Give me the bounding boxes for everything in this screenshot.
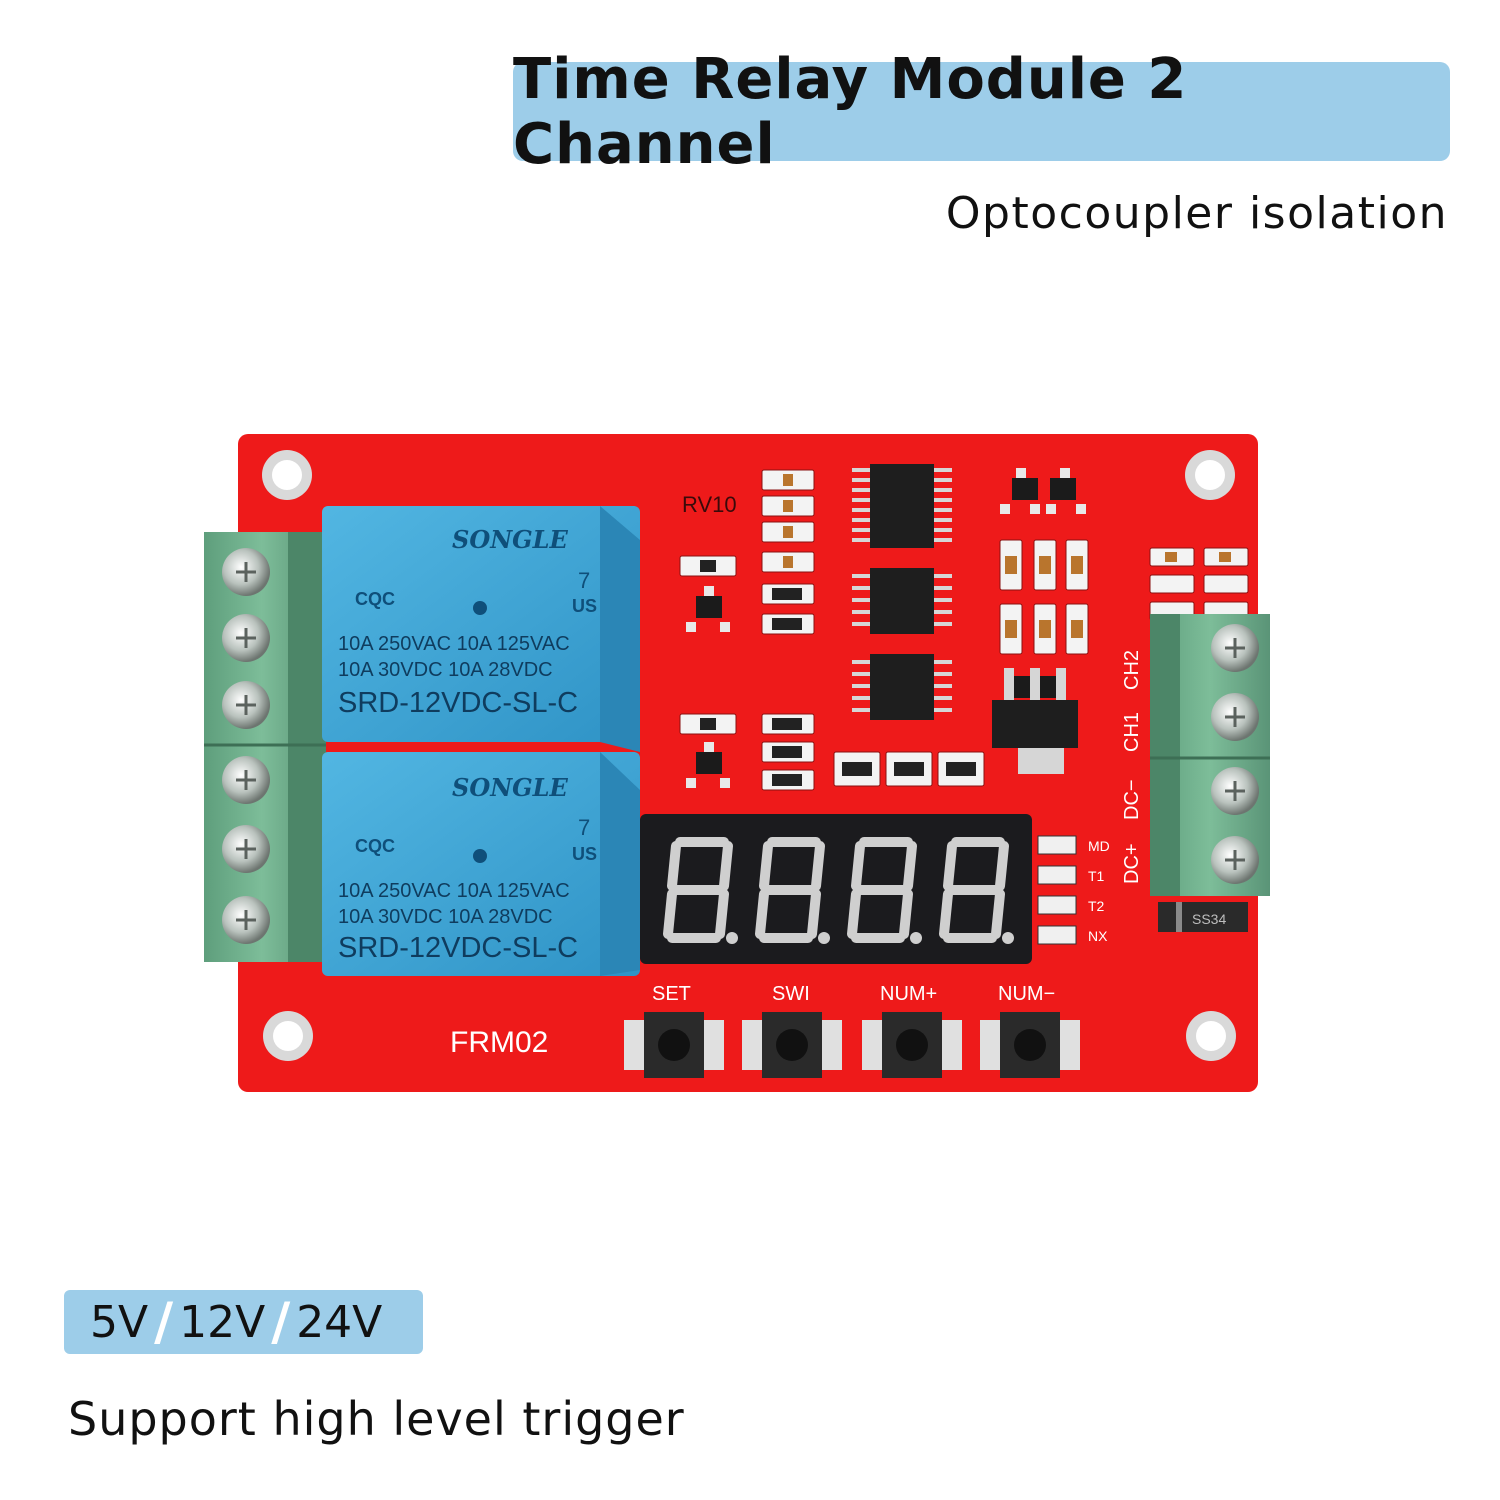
relay-2-brand: SONGLE <box>452 773 569 802</box>
relay-1-brand: SONGLE <box>452 525 569 554</box>
relay-1-rating-1: 10A 250VAC 10A 125VAC <box>338 633 570 655</box>
display-segment <box>995 841 1009 891</box>
relay-1-us-mark: US <box>572 596 597 616</box>
num-plus-button <box>862 1012 962 1078</box>
num-minus-button <box>980 1012 1080 1078</box>
relay-2-rating-2: 10A 30VDC 10A 28VDC <box>338 906 553 928</box>
seven-segment-display <box>640 814 1032 964</box>
led-label-t1: T1 <box>1088 868 1105 884</box>
display-segment <box>719 841 733 891</box>
display-segment <box>943 841 957 891</box>
led-label-nx: NX <box>1088 928 1108 944</box>
page-title: Time Relay Module 2 Channel <box>513 46 1188 177</box>
voltage-12v: 12V <box>179 1296 266 1348</box>
voltage-regulator <box>992 668 1078 774</box>
potentiometer-label: RV10 <box>682 492 737 517</box>
relay-2-model: SRD-12VDC-SL-C <box>338 932 578 964</box>
voltage-separator: / <box>154 1292 174 1352</box>
button-label-num-plus: NUM+ <box>880 983 937 1005</box>
relay-1: SONGLE CQC 7 US 10A 250VAC 10A 125VAC 10… <box>322 506 640 752</box>
ic-chips <box>852 464 952 720</box>
display-segment <box>759 841 773 891</box>
led-label-md: MD <box>1088 838 1110 854</box>
voltage-options-badge: 5V / 12V / 24V <box>64 1290 423 1354</box>
voltage-24v: 24V <box>296 1296 383 1348</box>
tactile-buttons <box>624 1012 1080 1078</box>
display-decimal-point <box>818 932 830 944</box>
display-segment <box>939 889 953 939</box>
diode-label: SS34 <box>1192 911 1226 927</box>
indicator-leds: MD T1 T2 NX <box>1037 835 1110 945</box>
led-label-t2: T2 <box>1088 898 1105 914</box>
relay-2: SONGLE CQC 7 US 10A 250VAC 10A 125VAC 10… <box>322 752 640 976</box>
display-segment <box>899 889 913 939</box>
voltage-separator: / <box>271 1292 291 1352</box>
trigger-note: Support high level trigger <box>68 1392 685 1446</box>
display-segment <box>663 889 677 939</box>
left-terminal-block <box>204 532 326 962</box>
display-segment <box>903 841 917 891</box>
right-terminal-block <box>1150 614 1270 896</box>
page-subtitle: Optocoupler isolation <box>945 188 1448 239</box>
display-segment <box>847 889 861 939</box>
display-segment <box>807 889 821 939</box>
display-decimal-point <box>1002 932 1014 944</box>
relay-1-cert: CQC <box>355 589 395 609</box>
voltage-5v: 5V <box>90 1296 149 1348</box>
display-segment <box>991 889 1005 939</box>
button-label-num-minus: NUM− <box>998 983 1055 1005</box>
relay-2-us-mark: US <box>572 844 597 864</box>
relay-2-cert: CQC <box>355 836 395 856</box>
display-decimal-point <box>910 932 922 944</box>
relay-1-pin-mark: 7 <box>578 568 590 593</box>
display-segment <box>811 841 825 891</box>
relay-2-pin-mark: 7 <box>578 815 590 840</box>
terminal-label-ch1: CH1 <box>1121 712 1143 752</box>
board-model-label: FRM02 <box>450 1026 548 1059</box>
display-segment <box>667 841 681 891</box>
terminal-label-ch2: CH2 <box>1121 650 1143 690</box>
relay-1-model: SRD-12VDC-SL-C <box>338 687 578 719</box>
title-banner: Time Relay Module 2 Channel <box>513 47 1450 177</box>
display-segment <box>755 889 769 939</box>
relay-2-rating-1: 10A 250VAC 10A 125VAC <box>338 880 570 902</box>
button-label-swi: SWI <box>772 983 810 1005</box>
diode-ss34: SS34 <box>1158 902 1248 932</box>
display-segment <box>851 841 865 891</box>
terminal-label-dc-minus: DC− <box>1121 779 1143 820</box>
mounting-holes <box>262 450 1236 1061</box>
display-segment <box>715 889 729 939</box>
terminal-label-dc-plus: DC+ <box>1121 843 1143 884</box>
display-decimal-point <box>726 932 738 944</box>
set-button <box>624 1012 724 1078</box>
swi-button <box>742 1012 842 1078</box>
relay-1-rating-2: 10A 30VDC 10A 28VDC <box>338 659 553 681</box>
button-label-set: SET <box>652 983 691 1005</box>
